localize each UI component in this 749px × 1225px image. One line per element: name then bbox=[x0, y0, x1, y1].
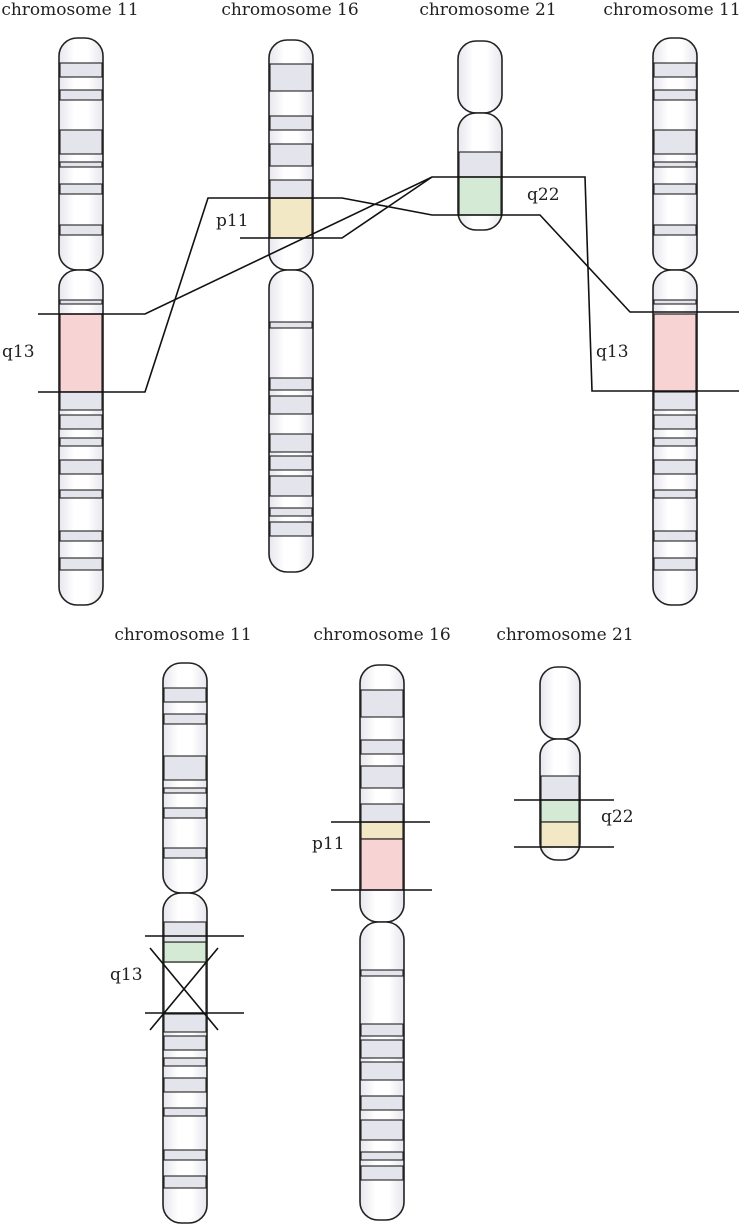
chromosome-label-11-top-left: chromosome 11 bbox=[1, 0, 138, 20]
band-label-chr11-bottom-q13: q13 bbox=[110, 965, 143, 985]
line-chr11-q13-bottom-to-chr16-p11 bbox=[38, 197, 739, 393]
chr11-right-bands bbox=[653, 62, 697, 571]
band-label-chr16-bottom-p11: p11 bbox=[312, 834, 345, 854]
chromosome-label-21-bottom: chromosome 21 bbox=[496, 625, 633, 645]
chromosome-label-16-bottom: chromosome 16 bbox=[313, 625, 450, 645]
chromosome-16-top bbox=[268, 39, 314, 573]
chr11-bottom-q22-insert bbox=[163, 941, 207, 963]
chr11-left-q13-band bbox=[59, 313, 103, 393]
chromosome-21-top bbox=[457, 40, 503, 231]
chr21-top-band bbox=[458, 151, 502, 178]
chromosome-11-top-right bbox=[652, 37, 698, 606]
translocation-lines-top bbox=[38, 176, 739, 393]
band-label-chr11-right-q13: q13 bbox=[596, 342, 629, 362]
chromosome-label-11-top-right: chromosome 11 bbox=[603, 0, 740, 20]
chromosome-11-top-left bbox=[58, 37, 104, 606]
chr16-bottom-bands bbox=[360, 689, 404, 1181]
chr11-right-q13-band bbox=[653, 313, 697, 393]
chr11-bottom-bands bbox=[163, 687, 207, 1189]
band-label-chr21-bottom-q22: q22 bbox=[601, 807, 634, 827]
band-label-chr21-top-q22: q22 bbox=[527, 185, 560, 205]
chr21-bottom-q22-band bbox=[540, 799, 580, 823]
chromosome-21-bottom bbox=[514, 666, 614, 861]
chr16-bottom-q13-insert bbox=[360, 838, 404, 891]
chr11-left-bands bbox=[59, 62, 103, 571]
band-label-chr11-left-q13: q13 bbox=[2, 342, 35, 362]
chr16-bottom-p11-band bbox=[360, 821, 404, 840]
chr21-bottom-p-arm bbox=[539, 666, 581, 740]
line-chr16-p11-bottom bbox=[240, 176, 433, 239]
band-label-chr16-top-p11: p11 bbox=[216, 211, 249, 231]
chromosome-label-16-top: chromosome 16 bbox=[221, 0, 358, 20]
chr16-top-p11-band bbox=[269, 197, 313, 239]
chr16-top-bands bbox=[269, 63, 313, 537]
chromosome-label-21-top: chromosome 21 bbox=[419, 0, 556, 20]
line-chr11-q13-top-to-chr21-q22 bbox=[38, 176, 739, 392]
chr21-top-p-arm bbox=[457, 40, 503, 114]
chromosome-label-11-bottom: chromosome 11 bbox=[114, 625, 251, 645]
chr21-bottom-band bbox=[540, 775, 580, 801]
chromosome-11-bottom bbox=[145, 662, 244, 1224]
chr21-top-q22-band bbox=[458, 176, 502, 216]
chr21-bottom-p11-insert bbox=[540, 821, 580, 848]
chr11-bottom-cross-2 bbox=[149, 947, 219, 1031]
chromosome-16-bottom bbox=[331, 664, 432, 1221]
